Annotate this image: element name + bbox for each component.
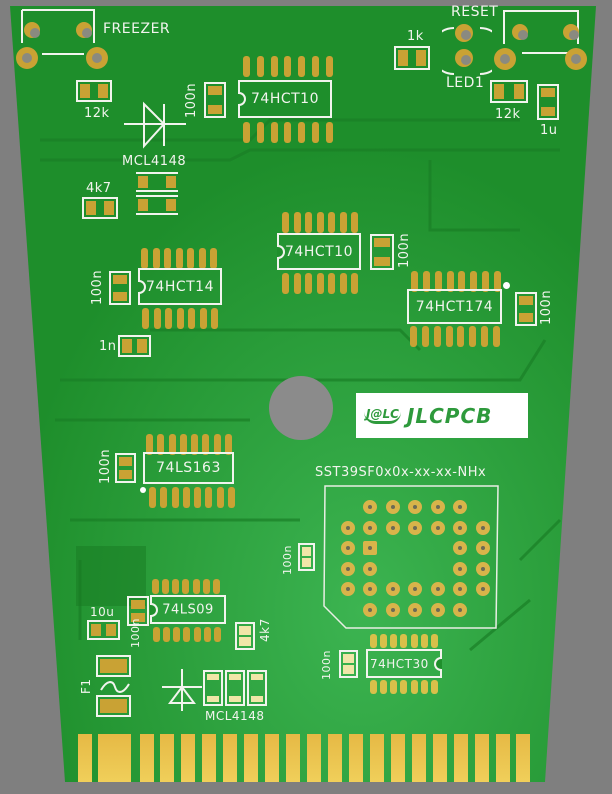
diode-top-footprint-2 xyxy=(136,195,178,215)
diode-top-label: MCL4148 xyxy=(122,154,187,169)
pin1-marker-icon xyxy=(503,282,510,289)
capacitor-100n-d-label: 100n xyxy=(539,289,554,325)
capacitor-10u-label: 10u xyxy=(90,605,115,619)
capacitor-1u-label: 1u xyxy=(540,123,558,138)
capacitor-10u xyxy=(87,620,120,640)
fuse-label: F1 xyxy=(79,678,93,694)
resistor-12k-right xyxy=(490,80,528,103)
resistor-4k7-bottom-label: 4k7 xyxy=(258,618,272,642)
ic3-pins-bottom xyxy=(142,308,218,329)
capacitor-100n-e-label: 100n xyxy=(98,448,113,484)
capacitor-100n-g-label: 100n xyxy=(129,618,142,648)
resistor-12k-left xyxy=(76,80,112,102)
jlc-badge-icon: J@LC xyxy=(364,407,401,424)
resistor-1k xyxy=(394,46,430,70)
resistor-12k-left-label: 12k xyxy=(84,106,110,121)
pin1-marker-icon xyxy=(140,487,146,493)
diode-symbol-icon xyxy=(162,669,202,711)
capacitor-100n-g xyxy=(127,596,149,626)
capacitor-100n-b-label: 100n xyxy=(397,232,412,268)
ic-74hct30: 74HCT30 xyxy=(366,649,442,678)
ic-74ls163: 74LS163 xyxy=(143,452,234,484)
resistor-4k7-top xyxy=(82,197,118,219)
ic6-pins-top xyxy=(152,579,220,594)
ic7-pins-top xyxy=(370,634,438,648)
capacitor-100n-b xyxy=(370,234,394,270)
reset-label: RESET xyxy=(451,4,499,20)
capacitor-1n-label: 1n xyxy=(99,339,117,354)
diode-bottom-label: MCL4148 xyxy=(205,709,265,723)
ic2-pins-top xyxy=(282,212,358,233)
ic4-pins-bottom xyxy=(410,326,500,347)
ic4-pins-top xyxy=(411,271,501,292)
jlcpcb-logo: J@LC JLCPCB xyxy=(356,393,528,438)
ic6-pins-bottom xyxy=(153,627,221,642)
diode-symbol-icon xyxy=(124,101,186,149)
ic-74hct174: 74HCT174 xyxy=(407,289,502,324)
resistor-4k7-top-label: 4k7 xyxy=(86,181,112,196)
capacitor-100n-f xyxy=(298,543,315,571)
capacitor-100n-e xyxy=(115,453,136,483)
jlcpcb-text: JLCPCB xyxy=(406,403,493,428)
ic1-pins-top xyxy=(243,56,333,77)
ic1-pins-bottom xyxy=(243,122,333,143)
resistor-4k7-bottom xyxy=(235,622,255,650)
led-outline-icon xyxy=(442,27,492,75)
capacitor-100n-a-label: 100n xyxy=(184,82,199,118)
ic7-pins-bottom xyxy=(370,680,438,694)
fuse-pad-bottom xyxy=(96,695,131,717)
capacitor-100n-c xyxy=(109,271,131,305)
ic5-pins-top xyxy=(146,434,232,455)
fuse-symbol-icon xyxy=(100,681,130,693)
fuse-pad-top xyxy=(96,655,131,677)
ic3-pins-top xyxy=(141,248,217,269)
capacitor-100n-f-label: 100n xyxy=(281,545,294,575)
capacitor-100n-h-label: 100n xyxy=(320,650,333,680)
ic-74hct10-top: 74HCT10 xyxy=(238,80,332,118)
resistor-1k-label: 1k xyxy=(407,29,424,44)
freezer-label: FREEZER xyxy=(103,21,171,37)
diode-top-footprint xyxy=(136,172,178,192)
ic-74hct14: 74HCT14 xyxy=(138,268,222,305)
ic5-pins-bottom xyxy=(149,487,235,508)
flash-chip-label: SST39SF0x0x-xx-xx-NHx xyxy=(315,465,487,480)
capacitor-100n-d xyxy=(515,292,537,326)
led1-label: LED1 xyxy=(446,75,485,91)
ic-74ls09: 74LS09 xyxy=(150,595,226,624)
capacitor-100n-c-label: 100n xyxy=(90,269,105,305)
plcc-outline xyxy=(323,485,499,629)
ic2-pins-bottom xyxy=(282,273,358,294)
capacitor-100n-a xyxy=(204,82,226,118)
resistor-12k-right-label: 12k xyxy=(495,107,521,122)
capacitor-1n xyxy=(118,335,151,357)
capacitor-1u xyxy=(537,84,559,120)
capacitor-100n-h xyxy=(339,650,358,678)
ic-74hct10-middle: 74HCT10 xyxy=(277,233,361,270)
